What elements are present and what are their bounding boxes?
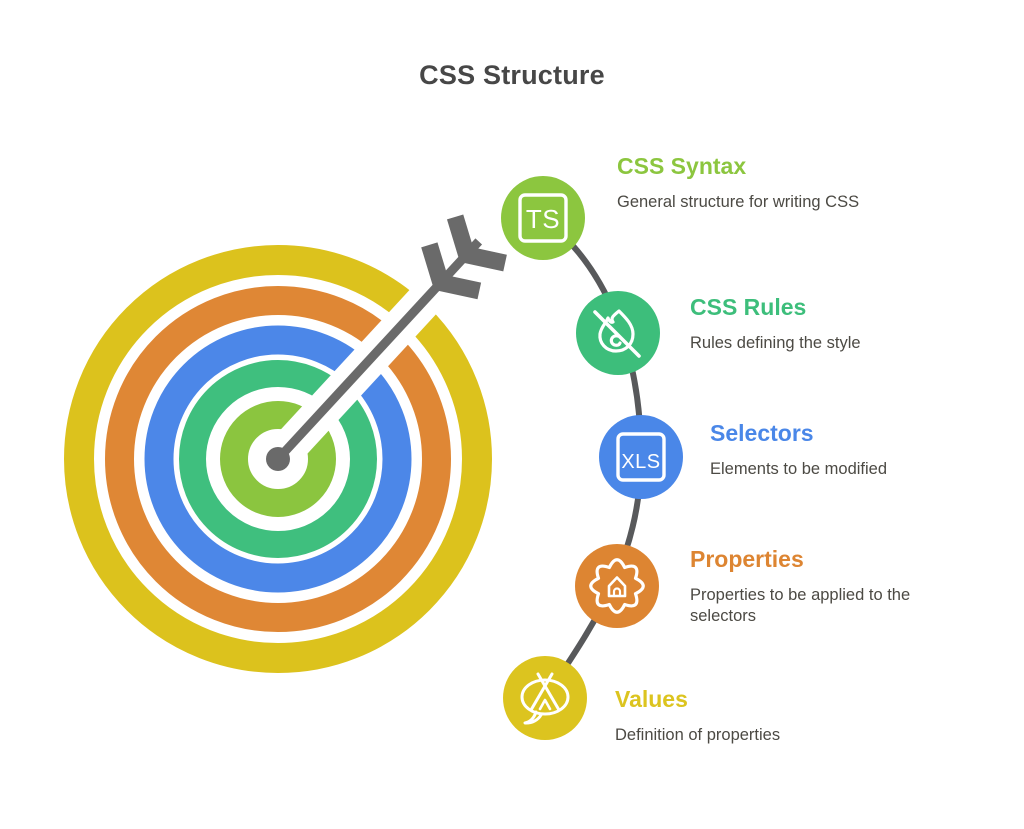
target-teal-ring	[179, 360, 377, 558]
node-css-syntax: TS	[501, 176, 585, 260]
item-heading: Values	[615, 686, 688, 712]
ts-badge-icon: TS	[518, 193, 568, 243]
item-values: Values Definition of properties	[615, 686, 885, 746]
no-fire-icon	[593, 309, 641, 358]
node-properties	[575, 544, 659, 628]
xls-badge-icon: XLS	[616, 432, 666, 482]
target-orange-ring	[105, 286, 451, 632]
item-heading: CSS Syntax	[617, 153, 747, 179]
bullseye-target	[64, 209, 511, 673]
node-values	[503, 656, 587, 740]
tent-bubble-icon	[520, 672, 570, 725]
item-description: Definition of properties	[615, 726, 781, 744]
target-center-ring	[220, 401, 336, 517]
target-outer-ring	[64, 245, 492, 673]
svg-text:TS: TS	[526, 204, 560, 234]
item-css-syntax: CSS Syntax General structure for writing…	[617, 153, 863, 213]
arrow-impact-dot	[266, 447, 290, 471]
item-description: Elements to be modified	[710, 460, 888, 478]
arrow-icon	[274, 214, 507, 463]
page-title: CSS Structure	[419, 60, 605, 90]
item-description: Properties to be applied to the selector…	[690, 586, 911, 625]
target-blue-ring	[144, 325, 412, 593]
item-css-rules: CSS Rules Rules defining the style	[690, 294, 960, 354]
item-properties: Properties Properties to be applied to t…	[690, 546, 944, 626]
item-description: Rules defining the style	[690, 334, 861, 352]
item-heading: Properties	[690, 546, 804, 572]
svg-text:XLS: XLS	[621, 451, 660, 473]
gear-home-icon	[589, 558, 645, 614]
item-heading: CSS Rules	[690, 294, 807, 320]
node-selectors: XLS	[599, 415, 683, 499]
item-description: General structure for writing CSS	[617, 193, 860, 211]
node-css-rules	[576, 291, 660, 375]
item-heading: Selectors	[710, 420, 814, 446]
item-selectors: Selectors Elements to be modified	[710, 420, 980, 480]
